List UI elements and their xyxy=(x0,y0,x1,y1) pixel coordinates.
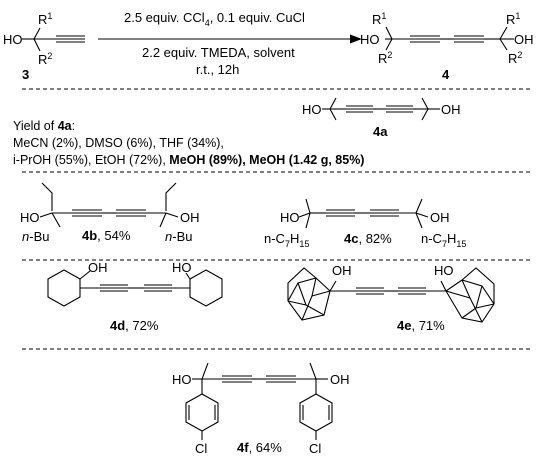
reaction-arrow xyxy=(98,34,362,44)
cyclohexane-ring-left xyxy=(47,269,81,307)
4a-oh: OH xyxy=(441,102,461,117)
conditions-line-1: 2.5 equiv. CCl4, 0.1 equiv. CuCl xyxy=(124,10,305,28)
yield-line-1: MeCN (2%), DMSO (6%), THF (34%), xyxy=(13,136,224,150)
4f-cl-left: Cl xyxy=(195,441,207,456)
starting-material-3: HO R1 R2 3 xyxy=(3,11,85,82)
4e-ho: HO xyxy=(434,263,454,278)
sm-compound-number: 3 xyxy=(22,67,29,82)
sm-r2: R2 xyxy=(38,51,52,67)
4f-oh: OH xyxy=(330,372,350,387)
conditions-line-2: 2.2 equiv. TMEDA, solvent xyxy=(142,45,295,60)
pr-r2-right: R2 xyxy=(508,50,522,66)
compound-4b: HO OH n-Bu n-Bu 4b, 54% xyxy=(20,182,200,244)
4c-ho: HO xyxy=(280,210,300,225)
4f-cl-right: Cl xyxy=(309,441,321,456)
pr-oh-label: OH xyxy=(514,32,534,47)
compound-4f: HO OH Cl Cl 4f, 64% xyxy=(172,362,350,456)
pr-ho-label: HO xyxy=(360,32,380,47)
pr-compound-number: 4 xyxy=(442,67,450,82)
chlorophenyl-ring-right xyxy=(299,393,333,432)
4b-label: 4b, 54% xyxy=(82,228,131,243)
adamantyl-left xyxy=(287,267,331,321)
4a-label: 4a xyxy=(373,124,388,139)
cyclohexane-ring-right xyxy=(189,269,223,307)
sm-ho-label: HO xyxy=(3,32,23,47)
4d-label: 4d, 72% xyxy=(110,318,159,333)
pr-r1-right: R1 xyxy=(506,11,520,27)
yield-heading: Yield of 4a: xyxy=(13,119,75,133)
conditions-line-3: r.t., 12h xyxy=(196,62,239,77)
4b-nbu-left: n-Bu xyxy=(22,229,49,244)
4c-oh: OH xyxy=(430,210,450,225)
4c-heptyl-right: n-C7H15 xyxy=(421,231,466,249)
sm-r1: R1 xyxy=(38,11,52,27)
pr-r1-left: R1 xyxy=(372,11,386,27)
4d-oh: OH xyxy=(88,260,108,275)
4e-label: 4e, 71% xyxy=(397,318,445,333)
compound-4d: OH HO 4d, 72% xyxy=(47,260,223,333)
4c-label: 4c, 82% xyxy=(344,231,392,246)
4f-ho: HO xyxy=(172,372,192,387)
4b-oh: OH xyxy=(180,210,200,225)
product-4: R1 HO R2 R1 OH R2 4 xyxy=(360,11,534,82)
4c-heptyl-left: n-C7H15 xyxy=(264,231,309,249)
compound-4e: OH HO 4e, 71% xyxy=(287,263,495,333)
compound-4c: HO OH n-C7H15 n-C7H15 4c, 82% xyxy=(264,198,466,249)
4b-nbu-right: n-Bu xyxy=(165,229,192,244)
4b-ho: HO xyxy=(20,210,40,225)
4d-ho: HO xyxy=(172,260,192,275)
4f-label: 4f, 64% xyxy=(237,440,282,455)
4e-oh: OH xyxy=(332,263,352,278)
pr-r2-left: R2 xyxy=(378,50,392,66)
yield-line-2: i-PrOH (55%), EtOH (72%), MeOH (89%), Me… xyxy=(13,153,364,167)
adamantyl-right xyxy=(445,267,495,323)
compound-4a: HO OH 4a xyxy=(302,97,461,139)
chlorophenyl-ring-left xyxy=(185,393,219,432)
4a-ho: HO xyxy=(302,102,322,117)
